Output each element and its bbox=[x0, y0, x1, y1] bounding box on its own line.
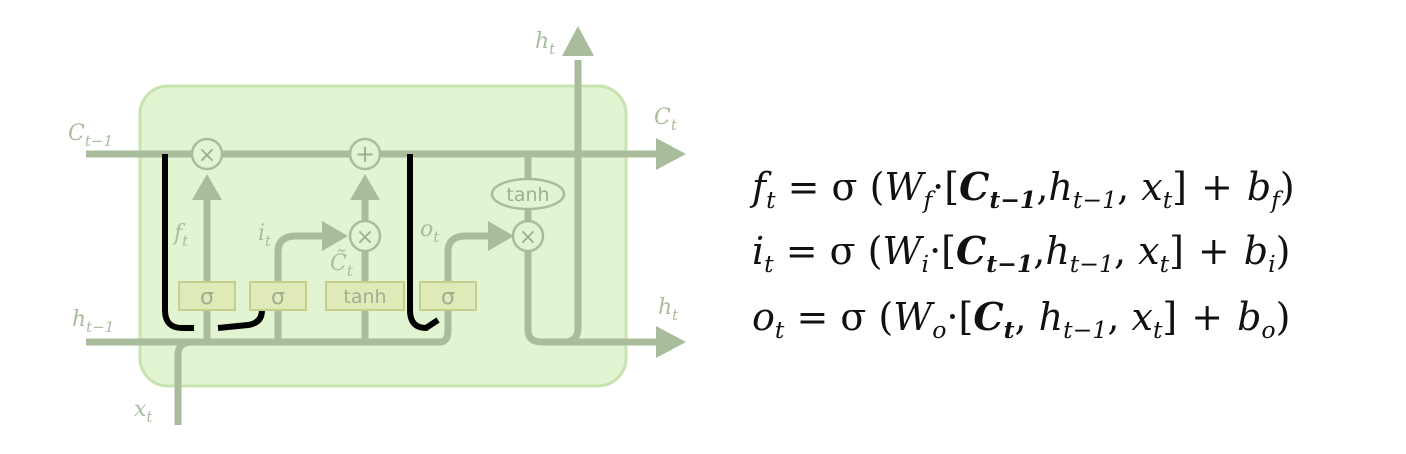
equation-input: it = σ (Wi·[Ct−1,ht−1, xt]+bi) bbox=[752, 228, 1291, 279]
label-h-t-top: ht bbox=[535, 29, 556, 58]
input-gate-label: σ bbox=[271, 285, 285, 310]
output-multiply-symbol: × bbox=[519, 225, 537, 250]
output-arrowhead bbox=[488, 221, 514, 251]
input-arrowhead bbox=[322, 221, 348, 251]
output-gate-feed bbox=[439, 310, 452, 346]
cell-state-arrowhead bbox=[656, 138, 686, 170]
cell-tanh-op bbox=[490, 177, 566, 211]
cell-add-symbol: + bbox=[355, 140, 375, 168]
peephole-output bbox=[407, 154, 440, 332]
output-to-mult-line bbox=[444, 232, 492, 282]
forget-gate-label: σ bbox=[200, 285, 214, 310]
input-gate bbox=[249, 281, 307, 311]
plus-arrowhead bbox=[350, 174, 380, 200]
label-c-prev: Ct−1 bbox=[68, 121, 113, 150]
label-c-t: Ct bbox=[654, 105, 678, 134]
candidate-gate bbox=[325, 281, 405, 311]
input-multiply-op bbox=[348, 219, 382, 253]
equation-forget: ft = σ (Wf·[Ct−1,ht−1, xt]+bf) bbox=[752, 164, 1295, 215]
hidden-output-arrowhead bbox=[656, 326, 686, 358]
candidate-gate-label: tanh bbox=[343, 286, 386, 308]
label-h-prev: ht−1 bbox=[72, 307, 114, 336]
forget-multiply-symbol: × bbox=[198, 143, 216, 168]
label-c-tilde: C̃t bbox=[330, 250, 354, 280]
cell-tanh-label: tanh bbox=[506, 184, 549, 206]
forget-arrowhead bbox=[192, 174, 222, 200]
equation-output: ot = σ (Wo·[Ct, ht−1, xt]+bo) bbox=[752, 294, 1291, 345]
peephole-input bbox=[217, 309, 265, 331]
label-i-t: it bbox=[258, 221, 272, 250]
x-input-line bbox=[174, 338, 193, 425]
output-gate-label: σ bbox=[441, 285, 455, 310]
peephole-forget bbox=[162, 154, 194, 331]
label-x-t: xt bbox=[134, 397, 153, 426]
output-gate bbox=[419, 281, 477, 311]
hidden-output-line bbox=[524, 252, 660, 346]
forget-multiply-op bbox=[190, 137, 224, 171]
input-to-mult-line bbox=[274, 232, 326, 282]
cell-add-op bbox=[348, 137, 382, 171]
forget-gate bbox=[178, 281, 236, 311]
hidden-up-arrowhead bbox=[562, 26, 594, 56]
input-multiply-symbol: × bbox=[356, 225, 374, 250]
output-multiply-op bbox=[511, 219, 545, 253]
label-h-t-right: ht bbox=[658, 295, 679, 324]
hidden-up-line bbox=[563, 60, 582, 346]
label-o-t: ot bbox=[420, 217, 440, 246]
